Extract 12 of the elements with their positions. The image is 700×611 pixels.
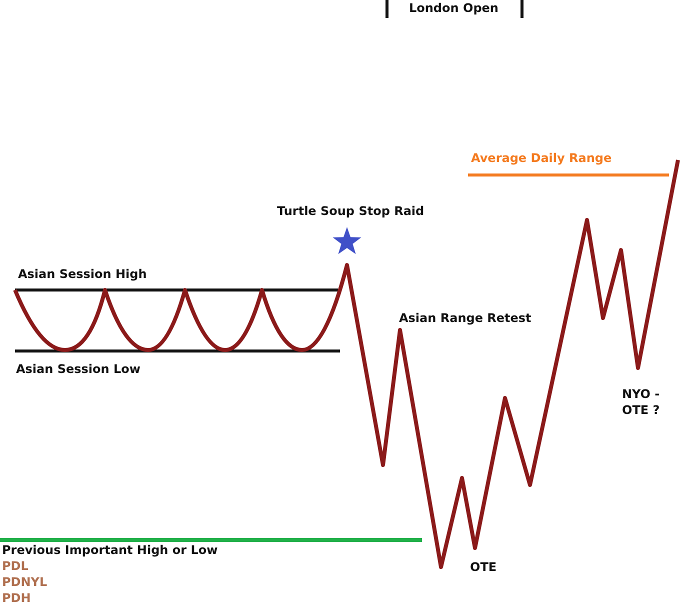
annotation-label: PDH: [2, 590, 31, 606]
annotation-label: NYO - OTE ?: [622, 386, 661, 418]
annotation-label: PDNYL: [2, 574, 48, 590]
annotation-label: Asian Session Low: [16, 361, 140, 377]
annotation-label: Previous Important High or Low: [2, 542, 218, 558]
annotation-label: PDL: [2, 558, 28, 574]
annotation-label: Asian Range Retest: [399, 310, 532, 326]
annotation-label: Asian Session High: [18, 266, 147, 282]
annotation-label: OTE: [470, 559, 497, 575]
annotation-label: Turtle Soup Stop Raid: [277, 203, 424, 219]
annotation-label: Average Daily Range: [471, 150, 612, 166]
annotation-label: London Open: [409, 0, 498, 16]
